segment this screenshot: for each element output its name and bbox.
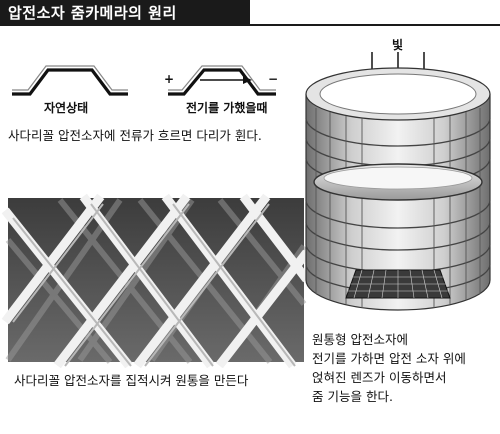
trapezoid-bent-icon: [168, 65, 276, 96]
cylinder-caption: 원통형 압전소자에 전기를 가하면 압전 소자 위에 얹혀진 렌즈가 이동하면서…: [312, 330, 466, 406]
image-sensor-grid: [345, 269, 451, 299]
light-label: 빛: [392, 38, 404, 52]
header-rule: [0, 24, 500, 26]
cylinder-caption-line: 원통형 압전소자에: [312, 332, 408, 347]
header: 압전소자 줌카메라의 원리: [0, 0, 500, 28]
integrate-caption: 사다리꼴 압전소자를 집적시켜 원통을 만든다: [14, 373, 249, 388]
cylinder-caption-line: 얹혀진 렌즈가 이동하면서: [312, 370, 447, 385]
cylinder-diagram: [305, 52, 491, 311]
plus-sign: +: [164, 72, 175, 86]
page-title: 압전소자 줌카메라의 원리: [8, 4, 177, 22]
cylinder-caption-line: 전기를 가하면 압전 소자 위에: [312, 351, 466, 366]
title-bar: 압전소자 줌카메라의 원리: [0, 0, 250, 24]
cylinder-caption-line: 줌 기능을 한다.: [312, 389, 393, 404]
ladder-caption: 사다리꼴 압전소자에 전류가 흐르면 다리가 휜다.: [8, 128, 262, 143]
trapezoid-natural-icon: [12, 65, 128, 96]
lattice-structure: [1, 193, 311, 369]
voltage-state-label: 전기를 가했을때: [186, 101, 268, 115]
minus-sign: −: [268, 72, 279, 86]
integrate-caption-box: 사다리꼴 압전소자를 집적시켜 원통을 만든다: [8, 368, 255, 391]
natural-state-label: 자연상태: [44, 101, 89, 115]
